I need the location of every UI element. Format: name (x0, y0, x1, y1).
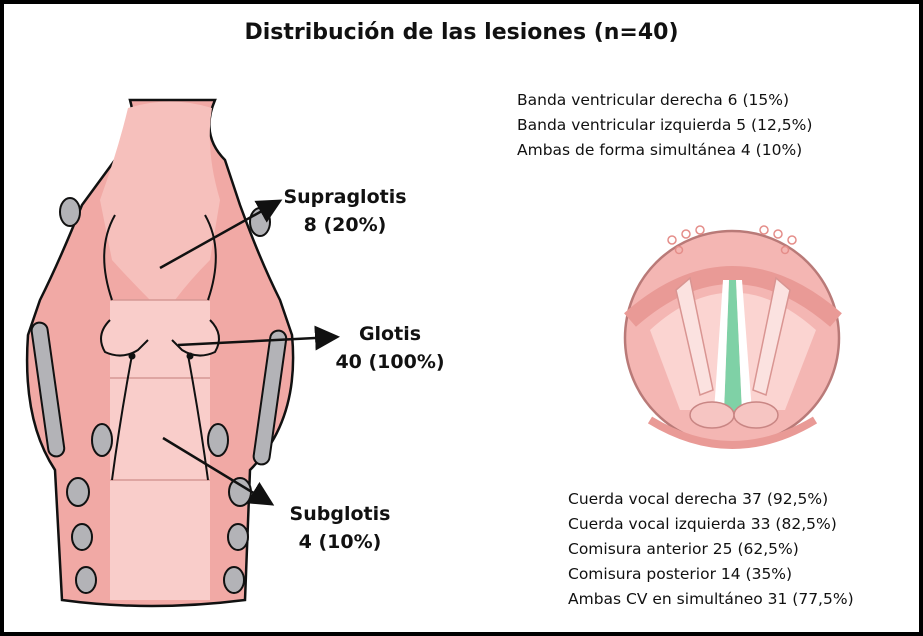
glottis-value: 40 (100%) (320, 348, 460, 376)
label-supraglottis: Supraglotis 8 (20%) (275, 183, 415, 239)
list-item: Ambas CV en simultáneo 31 (77,5%) (568, 587, 854, 612)
list-item: Comisura anterior 25 (62,5%) (568, 537, 854, 562)
label-subglottis: Subglotis 4 (10%) (270, 500, 410, 556)
glottis-name: Glotis (320, 320, 460, 348)
supraglottis-value: 8 (20%) (275, 211, 415, 239)
list-item: Comisura posterior 14 (35%) (568, 562, 854, 587)
list-item: Ambas de forma simultánea 4 (10%) (517, 138, 812, 163)
supraglottic-details: Banda ventricular derecha 6 (15%) Banda … (517, 88, 812, 163)
list-item: Banda ventricular derecha 6 (15%) (517, 88, 812, 113)
list-item: Cuerda vocal izquierda 33 (82,5%) (568, 512, 854, 537)
label-glottis: Glotis 40 (100%) (320, 320, 460, 376)
list-item: Cuerda vocal derecha 37 (92,5%) (568, 487, 854, 512)
subglottis-value: 4 (10%) (270, 528, 410, 556)
subglottis-name: Subglotis (270, 500, 410, 528)
laryngoscopic-view (625, 226, 839, 445)
glottic-details: Cuerda vocal derecha 37 (92,5%) Cuerda v… (568, 487, 854, 612)
list-item: Banda ventricular izquierda 5 (12,5%) (517, 113, 812, 138)
supraglottis-name: Supraglotis (275, 183, 415, 211)
